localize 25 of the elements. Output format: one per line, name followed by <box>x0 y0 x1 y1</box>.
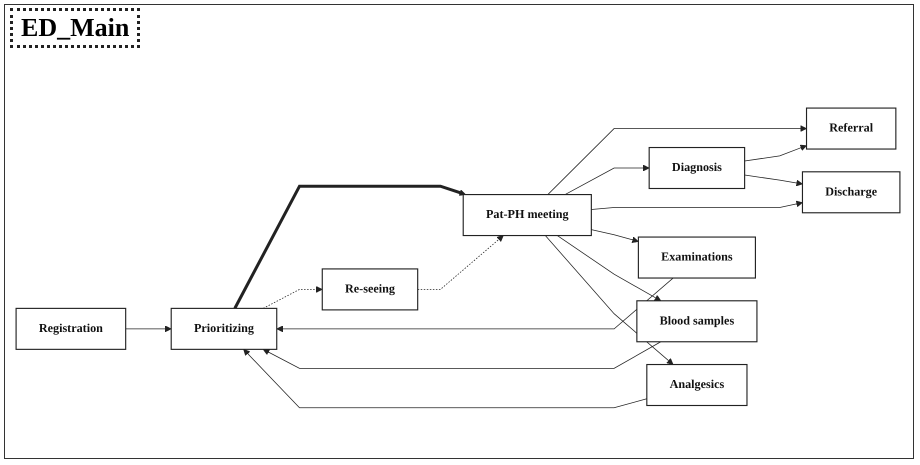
arrow <box>556 234 662 301</box>
arrow <box>276 277 674 332</box>
arrow <box>547 124 807 195</box>
node-box: Examinations <box>638 236 756 278</box>
node-box: Re-seeing <box>322 268 418 310</box>
node-box: Pat-PH meeting <box>462 194 592 236</box>
arrow <box>125 325 172 332</box>
arrow <box>564 164 650 195</box>
arrow <box>233 184 466 309</box>
arrow <box>243 348 648 408</box>
arrow <box>744 174 803 186</box>
arrow <box>262 340 662 368</box>
node-box: Analgesics <box>646 364 748 406</box>
arrow <box>417 234 504 290</box>
arrow <box>590 228 639 243</box>
diagram-title: ED_Main <box>10 8 140 48</box>
node-box: Referral <box>806 107 896 150</box>
arrow <box>590 200 803 210</box>
node-box: Diagnosis <box>648 146 746 189</box>
node-box: Discharge <box>802 170 900 213</box>
arrow <box>544 234 674 364</box>
node-box: Prioritizing <box>170 307 278 350</box>
node-box: Registration <box>16 307 126 350</box>
node-box: Blood samples <box>636 300 758 342</box>
arrow <box>744 144 807 161</box>
